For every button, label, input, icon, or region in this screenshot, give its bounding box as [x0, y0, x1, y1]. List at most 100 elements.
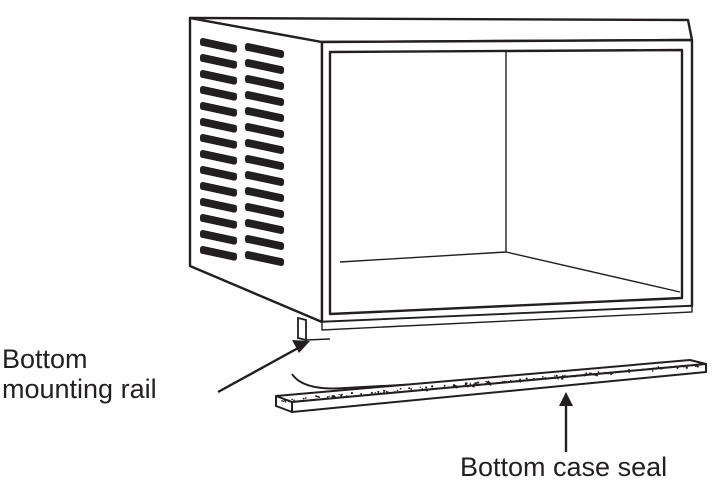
foam-speckle [387, 391, 390, 394]
foam-speckle [519, 378, 521, 381]
foam-speckle [554, 375, 556, 377]
vent-slot [200, 166, 237, 181]
foam-speckle [425, 389, 429, 392]
rail-arrow-shaft [217, 345, 301, 394]
vent-slot [200, 198, 237, 213]
foam-speckle [536, 377, 538, 380]
foam-speckle [519, 381, 521, 383]
foam-speckle [425, 386, 428, 389]
foam-speckle [331, 397, 334, 400]
vent-slot [245, 219, 284, 235]
case-seal-curl [291, 373, 421, 390]
foam-speckle [453, 384, 456, 387]
rail-arrow-head [292, 340, 310, 353]
foam-speckle [304, 397, 307, 399]
seal-callout-arrow [559, 392, 573, 452]
foam-speckle [696, 365, 699, 368]
foam-speckle [347, 395, 350, 398]
foam-speckle [593, 373, 596, 376]
cabinet-bottom-lip [321, 305, 693, 331]
foam-speckle [585, 372, 588, 375]
foam-speckle [281, 400, 283, 402]
foam-speckle [651, 370, 654, 372]
foam-speckle [561, 377, 564, 380]
foam-speckle [650, 368, 653, 370]
foam-speckle [538, 378, 540, 380]
foam-speckle [377, 390, 380, 393]
foam-speckle [396, 389, 399, 392]
foam-speckle [301, 399, 305, 403]
foam-speckle [383, 389, 386, 392]
foam-speckle [443, 384, 446, 387]
bottom-mounting-rail [297, 316, 307, 342]
foam-speckle [455, 386, 458, 389]
foam-speckle [370, 391, 373, 394]
vent-slot [245, 235, 284, 251]
foam-speckle [584, 373, 586, 375]
foam-speckle [477, 381, 480, 384]
foam-speckle [338, 394, 340, 396]
bottom-case-seal-strip [275, 359, 707, 413]
foam-speckle [393, 391, 397, 394]
vent-slot [200, 134, 237, 149]
vent-slot [245, 59, 284, 75]
foam-speckle [510, 379, 512, 382]
foam-speckle [288, 400, 290, 403]
foam-speckle [580, 374, 583, 377]
foam-speckle [410, 389, 413, 391]
vent-slot [200, 118, 237, 133]
foam-speckle [655, 367, 658, 369]
foam-speckle [282, 400, 285, 402]
foam-speckle [610, 373, 613, 376]
vent-slot [245, 75, 284, 91]
foam-speckle [680, 365, 683, 367]
foam-speckle [489, 383, 492, 386]
vent-slot [245, 155, 284, 171]
foam-speckle [685, 366, 688, 369]
foam-speckle [345, 395, 348, 398]
foam-speckle [485, 380, 487, 383]
foam-speckle [318, 396, 321, 398]
vent-slot [245, 171, 284, 187]
foam-speckle [566, 376, 568, 378]
ac-cabinet [188, 16, 694, 324]
foam-speckle [557, 376, 559, 378]
foam-speckle [360, 392, 363, 395]
vent-slot [245, 203, 284, 219]
foam-speckle [385, 390, 388, 393]
seal-foam-texture [281, 364, 699, 403]
vent-slot [200, 182, 237, 197]
foam-speckle [326, 396, 329, 398]
foam-speckle [293, 399, 295, 401]
foam-speckle [541, 376, 544, 378]
seal-long-face [291, 363, 707, 413]
foam-speckle [284, 400, 287, 403]
vent-slot [200, 214, 237, 229]
foam-speckle [532, 377, 536, 380]
foam-speckle [515, 380, 517, 382]
rail-label-line1: Bottom [2, 344, 88, 374]
foam-speckle [383, 391, 385, 393]
foam-speckle [473, 383, 476, 386]
foam-speckle [341, 393, 343, 396]
foam-speckle [544, 377, 547, 379]
foam-speckle [652, 367, 655, 370]
vent-slot [245, 43, 284, 59]
side-vent-louvers [200, 38, 284, 267]
interior-floor-back-edge [339, 251, 507, 263]
foam-speckle [564, 374, 566, 377]
vent-slot [200, 54, 237, 69]
foam-speckle [302, 397, 305, 400]
foam-speckle [374, 391, 376, 394]
foam-speckle [464, 382, 468, 385]
cabinet-interior-lines [321, 52, 693, 331]
vent-slot [200, 230, 237, 245]
rail-label-line2: mounting rail [2, 374, 157, 404]
rail-callout-arrow [217, 340, 310, 394]
foam-speckle [611, 372, 614, 375]
foam-speckle [695, 365, 697, 367]
foam-speckle [574, 376, 576, 378]
foam-speckle [408, 387, 411, 390]
bottom-case-seal-label: Bottom case seal [460, 452, 668, 482]
